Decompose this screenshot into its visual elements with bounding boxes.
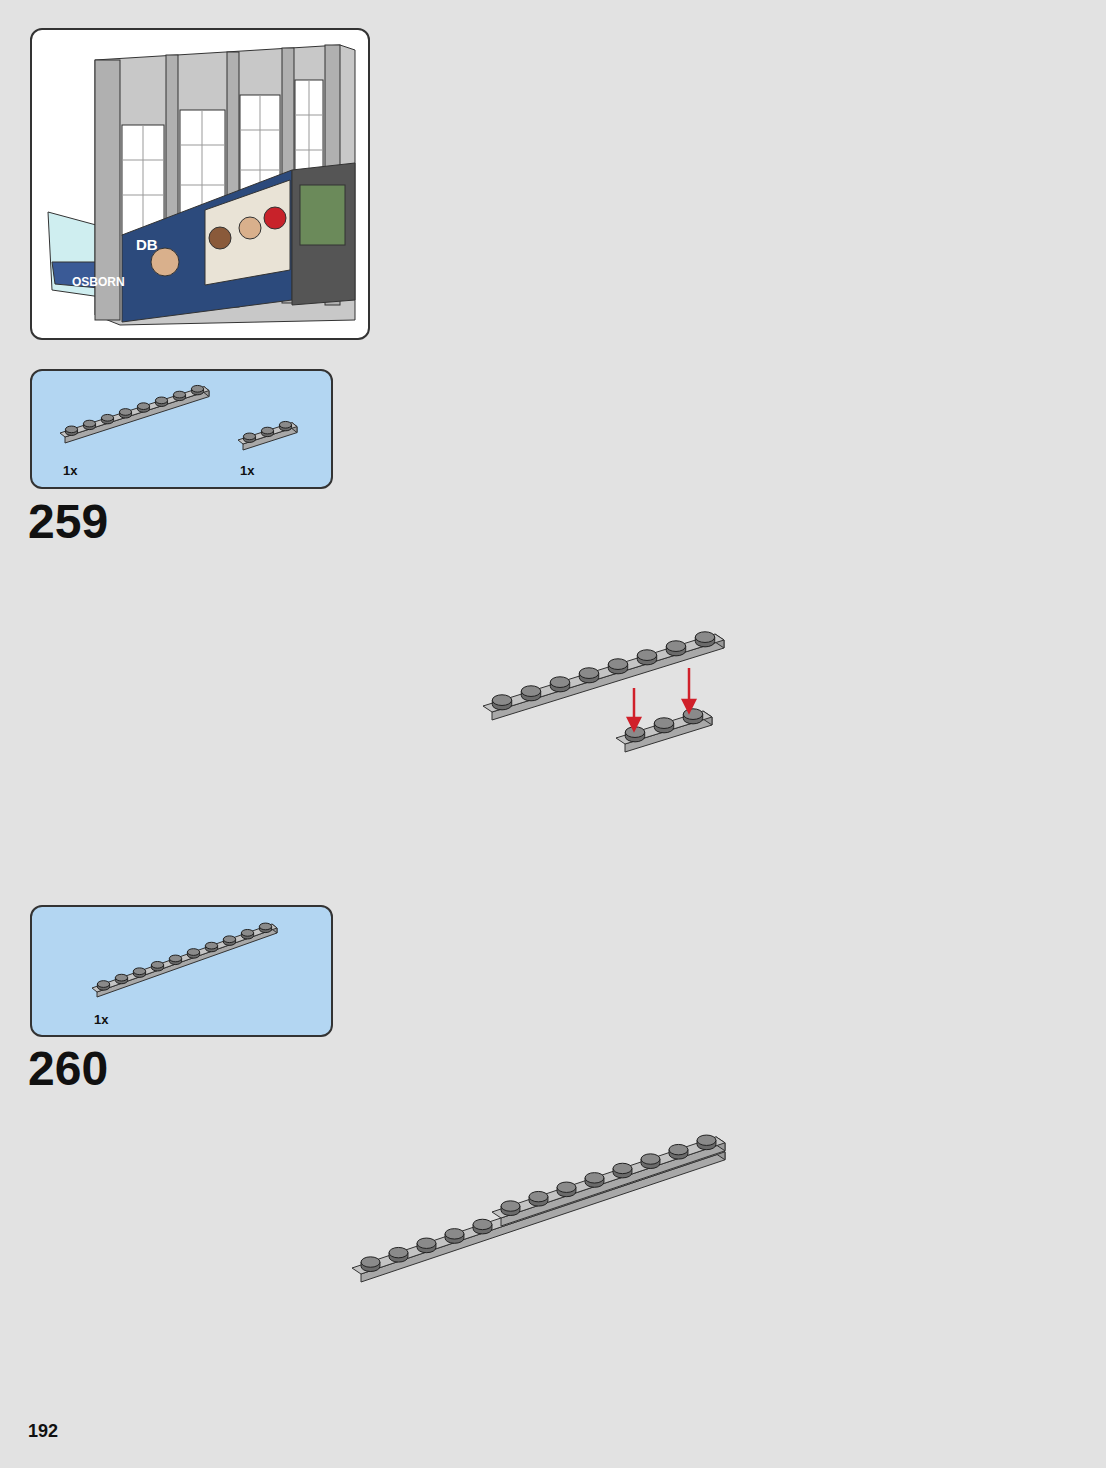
stud-top [205,942,217,949]
stud-top [529,1191,548,1201]
insertion-arrows [628,668,695,730]
plate-top [483,634,724,712]
subassembly-wall [48,45,355,325]
stud-top [169,955,181,962]
stud-top [473,1219,492,1229]
stud-top [613,1163,632,1173]
page-number: 192 [28,1422,58,1440]
plate-side [361,1152,725,1282]
step-number: 259 [28,498,108,546]
stud-top [243,433,255,440]
quantity: 1x [240,463,254,478]
plate-side [501,1143,725,1226]
stud-top [579,668,598,679]
stud-top [151,961,163,968]
stud-top [259,923,271,930]
plate-side [65,391,209,443]
stud-top [83,420,95,427]
stud-top [65,426,77,433]
stud-top [389,1247,408,1257]
stud-top [550,677,569,688]
plate-top [492,1137,725,1218]
parts-list-box: 1x [30,905,333,1037]
stud-top [261,427,273,434]
stud-top [608,659,627,670]
stud-top [501,1201,520,1211]
stud-top [223,936,235,943]
stud-top [361,1257,380,1267]
stud-top [445,1229,464,1239]
stud-top [492,695,511,706]
stud-top [654,718,673,729]
stud-top [585,1173,604,1183]
stud-top [137,403,149,410]
plate-side [97,928,277,997]
stud-top [173,391,185,398]
stud-top [101,414,113,421]
stud-top [695,632,714,643]
sticker-text: DB [136,236,158,253]
stud-top [683,709,702,720]
stud-top [97,981,109,988]
stud-top [521,686,540,697]
plate-side [492,640,724,720]
stud-top [187,949,199,956]
sticker-text: OSBORN [72,275,125,289]
stud-top [133,968,145,975]
stud-top [669,1144,688,1154]
stud-top [115,974,127,981]
stud-top [557,1182,576,1192]
step-number: 260 [28,1045,108,1093]
stud-top [641,1154,660,1164]
stud-top [279,421,291,428]
plate-top [92,924,277,992]
stud-top [155,397,167,404]
stud-top [191,385,203,392]
quantity: 1x [94,1012,108,1027]
plate-top [60,387,209,437]
stud-top [697,1135,716,1145]
stud-top [417,1238,436,1248]
stud-top [119,409,131,416]
stud-top [666,641,685,652]
stud-top [241,929,253,936]
stud-top [637,650,656,661]
quantity: 1x [63,463,77,478]
